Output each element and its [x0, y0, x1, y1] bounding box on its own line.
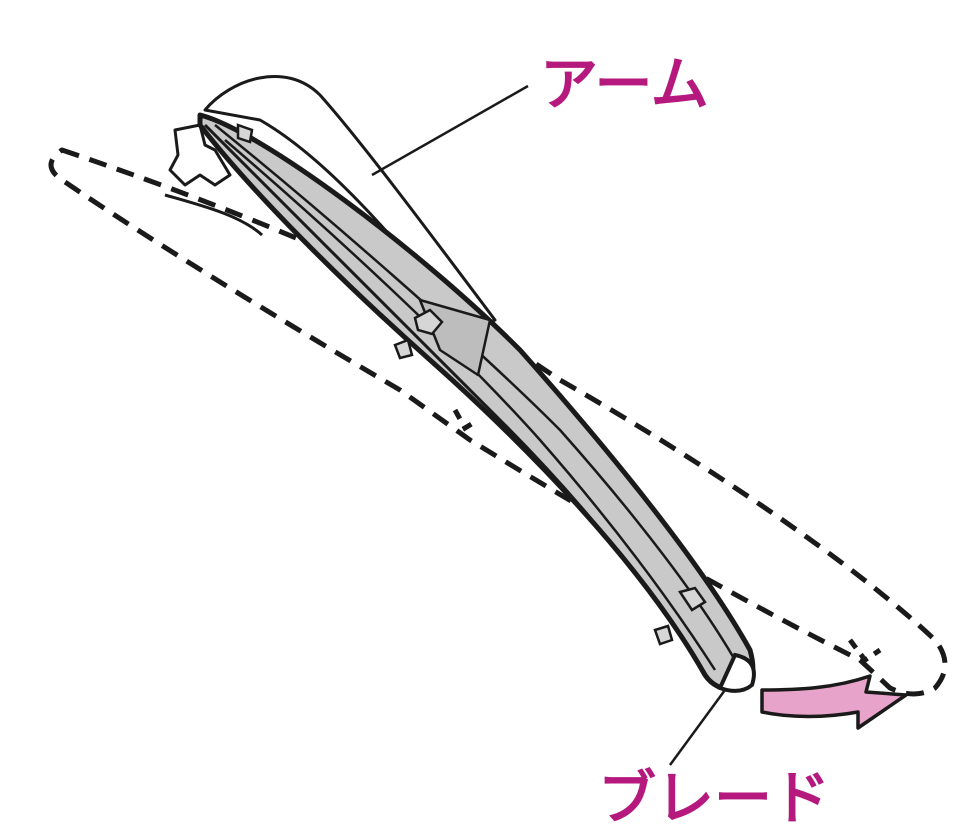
blade-leader-line — [668, 689, 727, 766]
rotation-direction-arrow — [760, 674, 908, 730]
blade-end-cap — [717, 652, 756, 693]
arm-mount-bracket — [168, 123, 232, 187]
arm-label: アーム — [540, 50, 709, 118]
dashed-clip-notch — [452, 408, 480, 432]
arm-mount-hinge-line — [164, 193, 264, 237]
blade-clip — [413, 308, 444, 336]
blade-clip — [653, 624, 674, 646]
blade-clip — [677, 586, 707, 612]
dashed-clip-notch — [848, 638, 882, 664]
arm-leader-line — [371, 84, 529, 177]
blade-clip — [393, 338, 414, 360]
blade-previous-position-outline — [48, 147, 948, 697]
blade-rubber-edge — [203, 123, 710, 679]
blade-label: ブレード — [598, 764, 830, 832]
blade-inner-rail — [224, 139, 717, 671]
blade-clip — [236, 123, 254, 144]
